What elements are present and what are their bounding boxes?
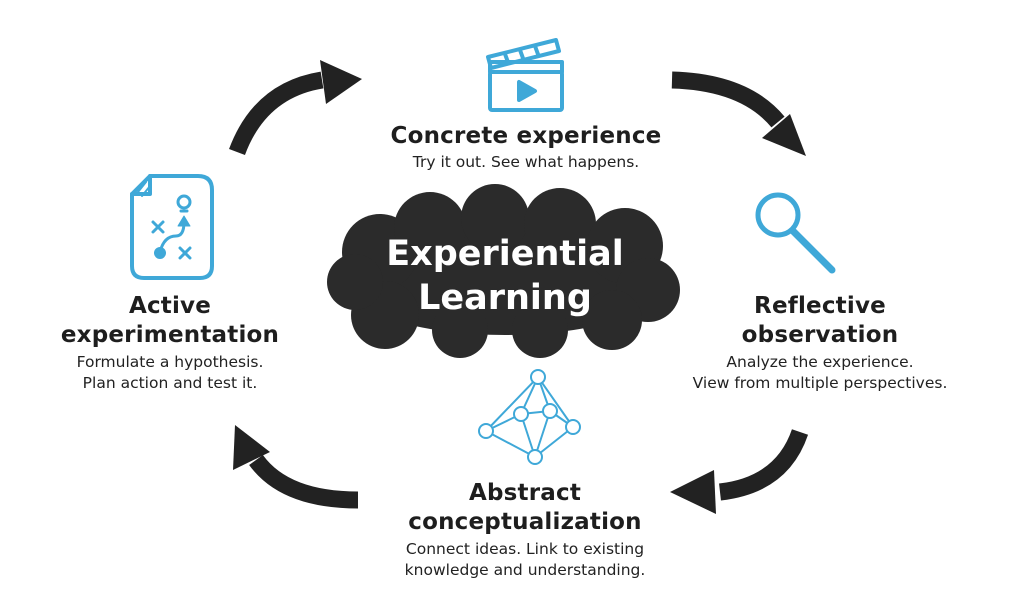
arrowhead-bottom-left bbox=[233, 425, 270, 470]
stage-description-line1: Formulate a hypothesis. bbox=[76, 353, 264, 371]
stage-description: Try it out. See what happens. bbox=[412, 153, 640, 171]
cycle-arrows bbox=[229, 71, 809, 509]
network-icon bbox=[478, 369, 581, 465]
center-title-line1: Experiential bbox=[386, 234, 624, 274]
stage-concrete-experience: Concrete experience Try it out. See what… bbox=[356, 122, 696, 173]
arrowhead-top-right bbox=[762, 114, 806, 156]
stage-active-experimentation: Active experimentation Formulate a hypot… bbox=[40, 292, 300, 394]
stage-description-line2: Plan action and test it. bbox=[82, 374, 258, 392]
stage-description-line2: knowledge and understanding. bbox=[404, 561, 646, 579]
stage-description-line1: Analyze the experience. bbox=[726, 353, 914, 371]
arrow-bottom-left bbox=[249, 454, 359, 509]
arrow-top-right bbox=[671, 71, 785, 128]
stage-reflective-observation: Reflective observation Analyze the exper… bbox=[660, 292, 980, 394]
arrowheads bbox=[233, 60, 806, 514]
center-title: Experiential Learning bbox=[340, 232, 670, 320]
stage-title-line2: experimentation bbox=[60, 322, 280, 348]
arrowhead-top-left bbox=[320, 60, 362, 104]
center-title-line2: Learning bbox=[418, 278, 592, 318]
center-cloud bbox=[327, 184, 680, 358]
stage-title-line2: observation bbox=[741, 322, 899, 348]
arrow-bottom-right bbox=[718, 428, 809, 501]
arrowhead-bottom-right bbox=[670, 470, 716, 514]
stage-title-line1: Active bbox=[128, 293, 212, 319]
magnifier-icon bbox=[755, 192, 836, 274]
arrow-top-left bbox=[229, 71, 324, 156]
stage-title-line1: Abstract bbox=[468, 480, 582, 506]
clapperboard-icon bbox=[486, 38, 564, 112]
stage-abstract-conceptualization: Abstract conceptualization Connect ideas… bbox=[365, 479, 685, 581]
strategy-plan-icon bbox=[130, 174, 214, 280]
stage-title-line2: conceptualization bbox=[408, 509, 642, 535]
stage-title-line1: Reflective bbox=[754, 293, 886, 319]
stage-description-line2: View from multiple perspectives. bbox=[692, 374, 948, 392]
stage-title: Concrete experience bbox=[390, 123, 662, 149]
stage-description-line1: Connect ideas. Link to existing bbox=[405, 540, 645, 558]
